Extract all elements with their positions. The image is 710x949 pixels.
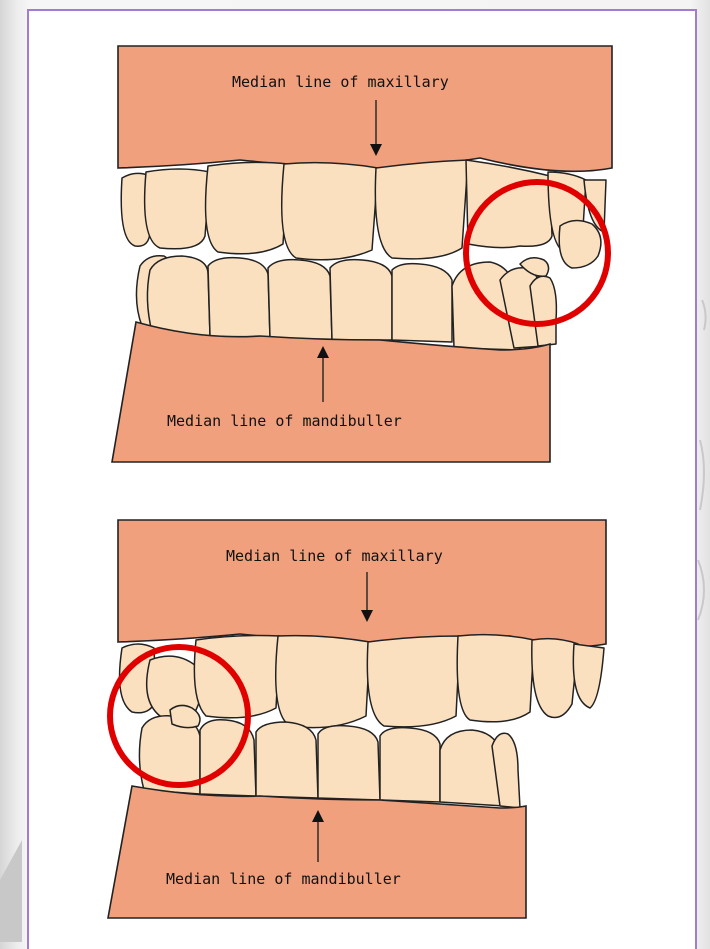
maxillary-midline-label: Median line of maxillary	[232, 73, 449, 91]
mandibular-gum	[108, 786, 526, 918]
maxillary-midline-label: Median line of maxillary	[226, 547, 443, 565]
maxillary-gum	[118, 520, 606, 647]
maxillary-gum	[118, 46, 612, 172]
mandibular-midline-label: Median line of mandibuller	[167, 412, 402, 430]
mandibular-midline-label: Median line of mandibuller	[166, 870, 401, 888]
maxillary-teeth	[121, 160, 606, 268]
panel-lower-shift: Median line of maxillary Median line of …	[108, 520, 606, 918]
panel-upper-shift: Median line of maxillary Median line of …	[112, 46, 612, 462]
